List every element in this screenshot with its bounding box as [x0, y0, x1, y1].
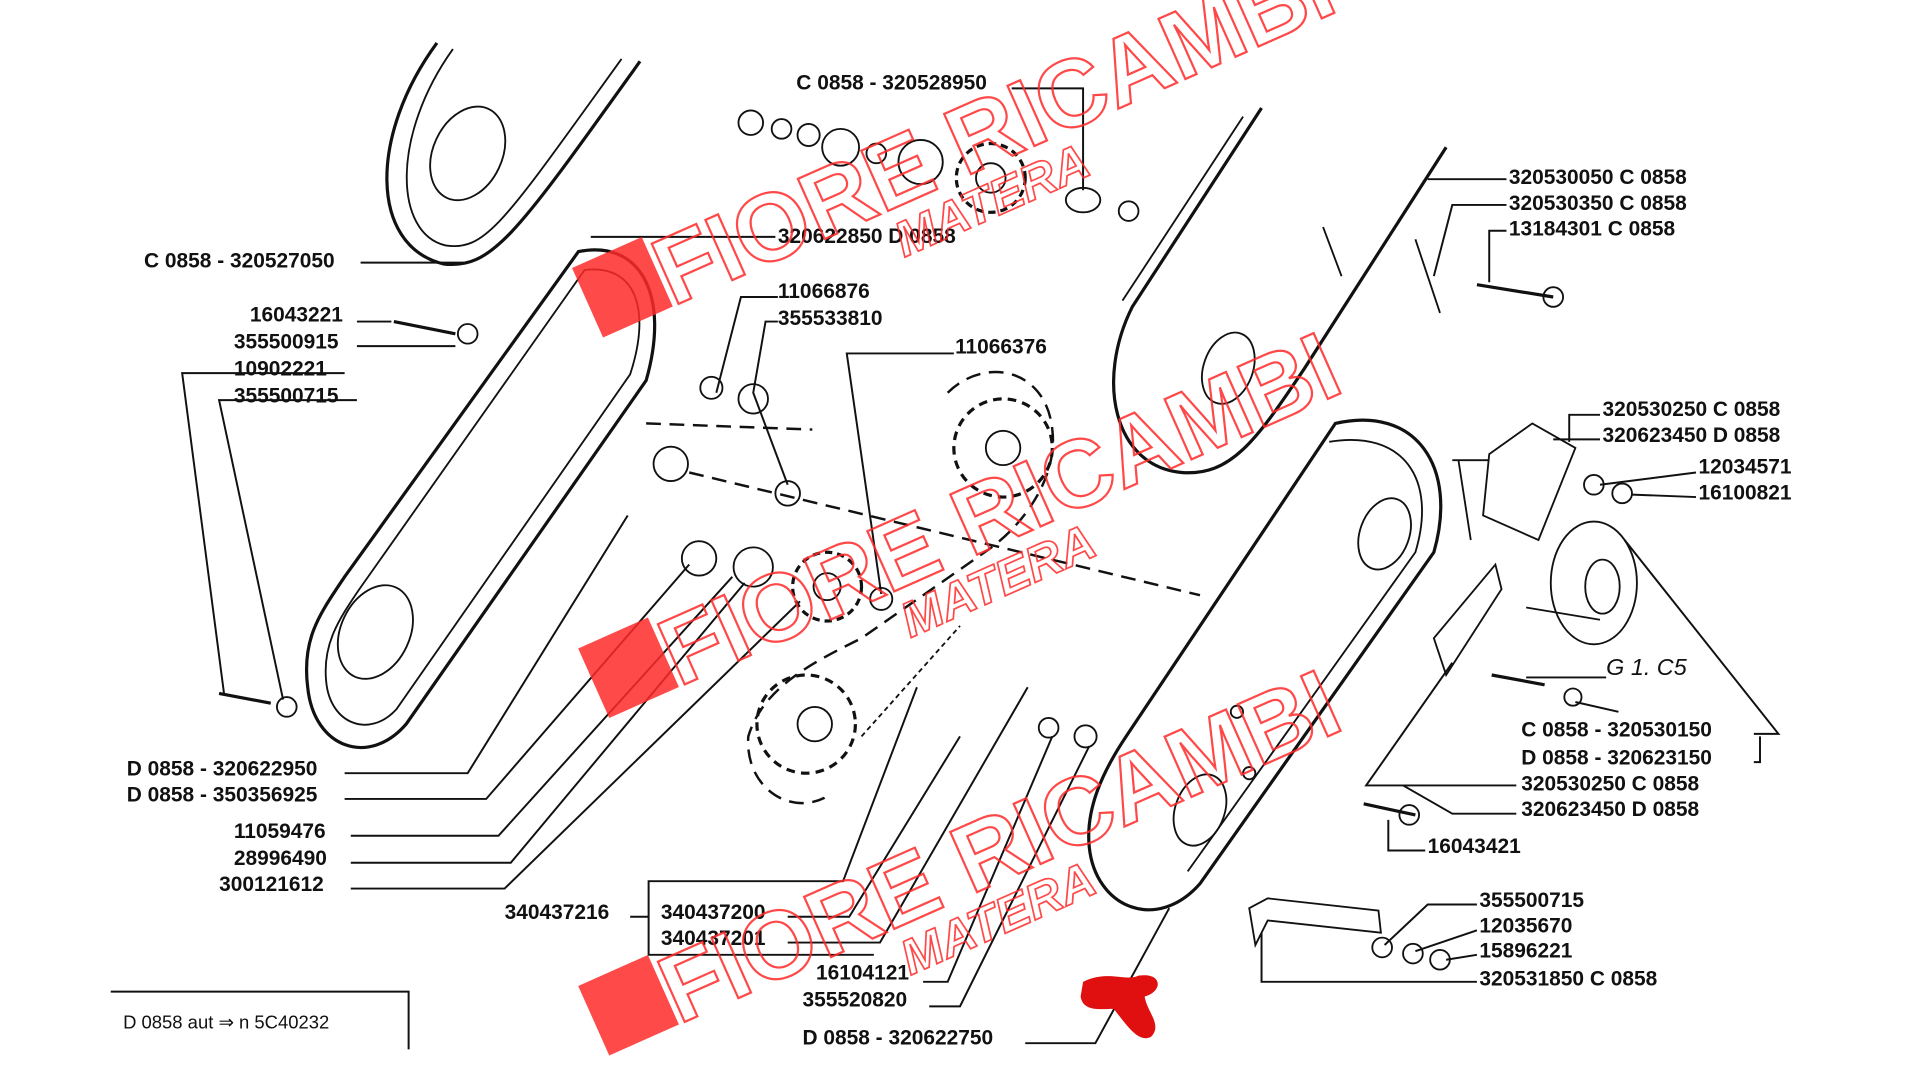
watermark-logo: [578, 617, 679, 718]
part-label: 28996490: [234, 847, 327, 870]
part-label: 11066876: [778, 280, 870, 303]
part-label: 320623450 D 0858: [1602, 424, 1780, 447]
part-label: 355500915: [234, 331, 339, 354]
part-label: 320530350 C 0858: [1509, 192, 1687, 215]
part-label: C 0858 - 320527050: [144, 250, 335, 273]
watermark-logo: [572, 237, 673, 338]
part-label: 320530250 C 0858: [1521, 772, 1699, 795]
part-label: D 0858 - 320623150: [1521, 747, 1712, 770]
hardware: [218, 109, 1638, 971]
part-label: 355500715: [234, 385, 339, 408]
watermark-logo: [578, 954, 679, 1056]
part-label: 11066376: [955, 335, 1047, 358]
part-label: 12035670: [1479, 915, 1572, 938]
part-label: 320623450 D 0858: [1521, 798, 1699, 821]
part-label: 340437200: [661, 901, 766, 924]
watermark-brand: FIORE RICAMBI: [638, 0, 1349, 326]
sprockets: [646, 141, 1201, 805]
part-label: 16100821: [1698, 482, 1791, 505]
part-label: 320530050 C 0858: [1509, 166, 1687, 189]
right-chain-cover: [1087, 418, 1443, 912]
group-reference-label: G 1. C5: [1606, 654, 1688, 680]
part-label: 355520820: [802, 988, 907, 1011]
part-label: C 0858 - 320528950: [796, 72, 987, 95]
part-label: 340437201: [661, 927, 766, 950]
part-label: 320622850 D 0858: [778, 225, 956, 248]
part-label: D 0858 - 320622750: [802, 1026, 993, 1049]
part-label: C 0858 - 320530150: [1521, 718, 1712, 741]
red-marker: [1080, 975, 1158, 1039]
leader-lines: [110, 87, 1781, 1050]
part-label: 16043221: [250, 304, 343, 327]
part-label: 16043421: [1428, 835, 1521, 858]
part-label: D 0858 - 350356925: [127, 783, 318, 806]
part-labels: C 0858 - 320528950 320622850 D 0858 C 08…: [123, 72, 1792, 1050]
part-label: 15896221: [1479, 939, 1572, 962]
part-label: 320530250 C 0858: [1602, 398, 1780, 421]
part-label: 320531850 C 0858: [1479, 968, 1657, 991]
part-label: 12034571: [1698, 456, 1791, 479]
watermark-brand: FIORE RICAMBI: [644, 650, 1355, 1044]
part-label: 300121612: [219, 873, 324, 896]
part-label: 13184301 C 0858: [1509, 218, 1675, 241]
part-label: 16104121: [816, 961, 909, 984]
part-label: 355533810: [778, 307, 883, 330]
part-label: 355500715: [1479, 889, 1584, 912]
footer-note: D 0858 aut ⇒ n 5C40232: [123, 1011, 329, 1032]
part-label: 340437216: [505, 901, 610, 924]
upper-left-cover: [385, 42, 642, 267]
part-label: 10902221: [234, 358, 327, 381]
upper-right-cover: [1112, 107, 1448, 475]
part-label: D 0858 - 320622950: [127, 758, 318, 781]
part-label: 11059476: [234, 820, 326, 843]
